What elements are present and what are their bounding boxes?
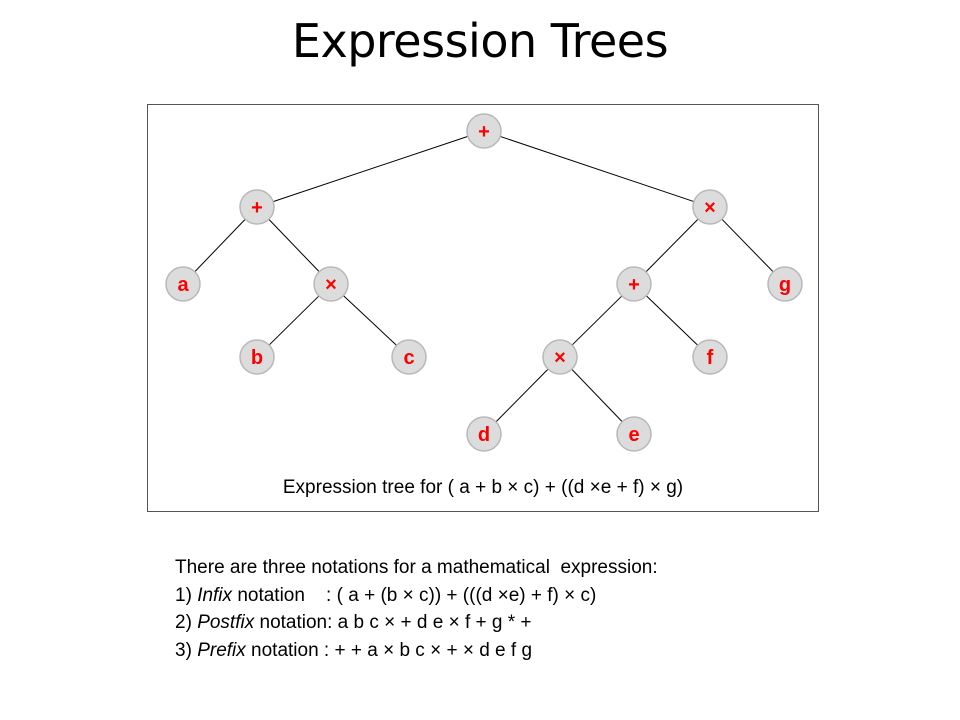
diagram-caption: Expression tree for ( a + b × c) + ((d ×… <box>282 477 684 498</box>
tree-node-a: a <box>165 266 201 302</box>
tree-node-n2: × <box>692 189 728 225</box>
notes-intro: There are three notations for a mathemat… <box>175 557 658 578</box>
tree-edge-root-n2 <box>499 135 695 203</box>
postfix-term: Postfix <box>197 612 255 633</box>
tree-node-n4: + <box>616 266 652 302</box>
tree-node-b: b <box>239 339 275 375</box>
prefix-term: Prefix <box>197 639 246 661</box>
tree-node-circle <box>466 113 502 149</box>
tree-node-label: × <box>704 197 716 219</box>
prefix-number: 3) <box>175 639 198 661</box>
tree-edge-n5-d <box>495 368 549 423</box>
tree-node-n5: × <box>542 339 578 375</box>
tree-node-g: g <box>767 266 803 302</box>
diagram-frame <box>147 104 819 512</box>
tree-node-e: e <box>616 416 652 452</box>
tree-node-circle <box>239 189 275 225</box>
postfix-expression: notation: a b c × + d e × f + g * + <box>254 612 532 633</box>
tree-edge-root-n1 <box>272 135 469 203</box>
tree-node-c: c <box>391 339 427 375</box>
notes-postfix: 2) Postfix notation: a b c × + d e × f +… <box>175 609 658 637</box>
tree-node-circle <box>616 266 652 302</box>
tree-node-d: d <box>466 416 502 452</box>
tree-node-label: + <box>251 197 263 219</box>
infix-number: 1) <box>175 584 198 606</box>
tree-node-label: d <box>478 424 490 446</box>
tree-node-circle <box>313 266 349 302</box>
tree-node-label: g <box>779 274 791 296</box>
tree-node-circle <box>692 189 728 225</box>
tree-node-label: b <box>251 347 263 369</box>
tree-node-label: f <box>707 347 714 369</box>
tree-edge-n3-b <box>268 295 320 346</box>
tree-node-f: f <box>692 339 728 375</box>
tree-edge-n3-c <box>343 295 397 346</box>
tree-edge-n4-n5 <box>571 295 623 346</box>
tree-node-circle <box>239 339 275 375</box>
prefix-expression: notation : + + a × b c × + × d e f g <box>245 639 533 661</box>
notes-infix: 1) Infix notation : ( a + (b × c)) + (((… <box>175 582 658 610</box>
page-title: Expression Trees <box>291 14 669 68</box>
tree-node-circle <box>616 416 652 452</box>
tree-edge-n1-n3 <box>268 218 320 273</box>
tree-node-circle <box>542 339 578 375</box>
tree-node-circle <box>767 266 803 302</box>
tree-node-circle <box>391 339 427 375</box>
tree-node-label: c <box>403 347 414 369</box>
infix-term: Infix <box>197 584 233 606</box>
tree-edge-n4-f <box>645 295 699 346</box>
tree-edge-n2-g <box>721 218 774 273</box>
tree-node-n1: + <box>239 189 275 225</box>
tree-node-label: + <box>628 274 640 296</box>
tree-node-label: × <box>325 274 337 296</box>
tree-edge-n5-e <box>571 368 623 423</box>
tree-edge-n1-a <box>194 218 246 273</box>
tree-node-label: + <box>478 121 490 143</box>
postfix-number: 2) <box>175 612 198 633</box>
infix-expression: notation : ( a + (b × c)) + (((d ×e) + f… <box>232 584 597 606</box>
notations-text: There are three notations for a mathemat… <box>175 554 658 664</box>
tree-node-circle <box>692 339 728 375</box>
tree-node-label: a <box>177 274 189 296</box>
tree-node-circle <box>466 416 502 452</box>
tree-node-root: + <box>466 113 502 149</box>
tree-node-circle <box>165 266 201 302</box>
tree-edge-n2-n4 <box>645 218 699 273</box>
tree-node-label: e <box>628 424 639 446</box>
tree-node-n3: × <box>313 266 349 302</box>
tree-node-label: × <box>554 347 566 369</box>
notes-prefix: 3) Prefix notation : + + a × b c × + × d… <box>175 637 658 665</box>
